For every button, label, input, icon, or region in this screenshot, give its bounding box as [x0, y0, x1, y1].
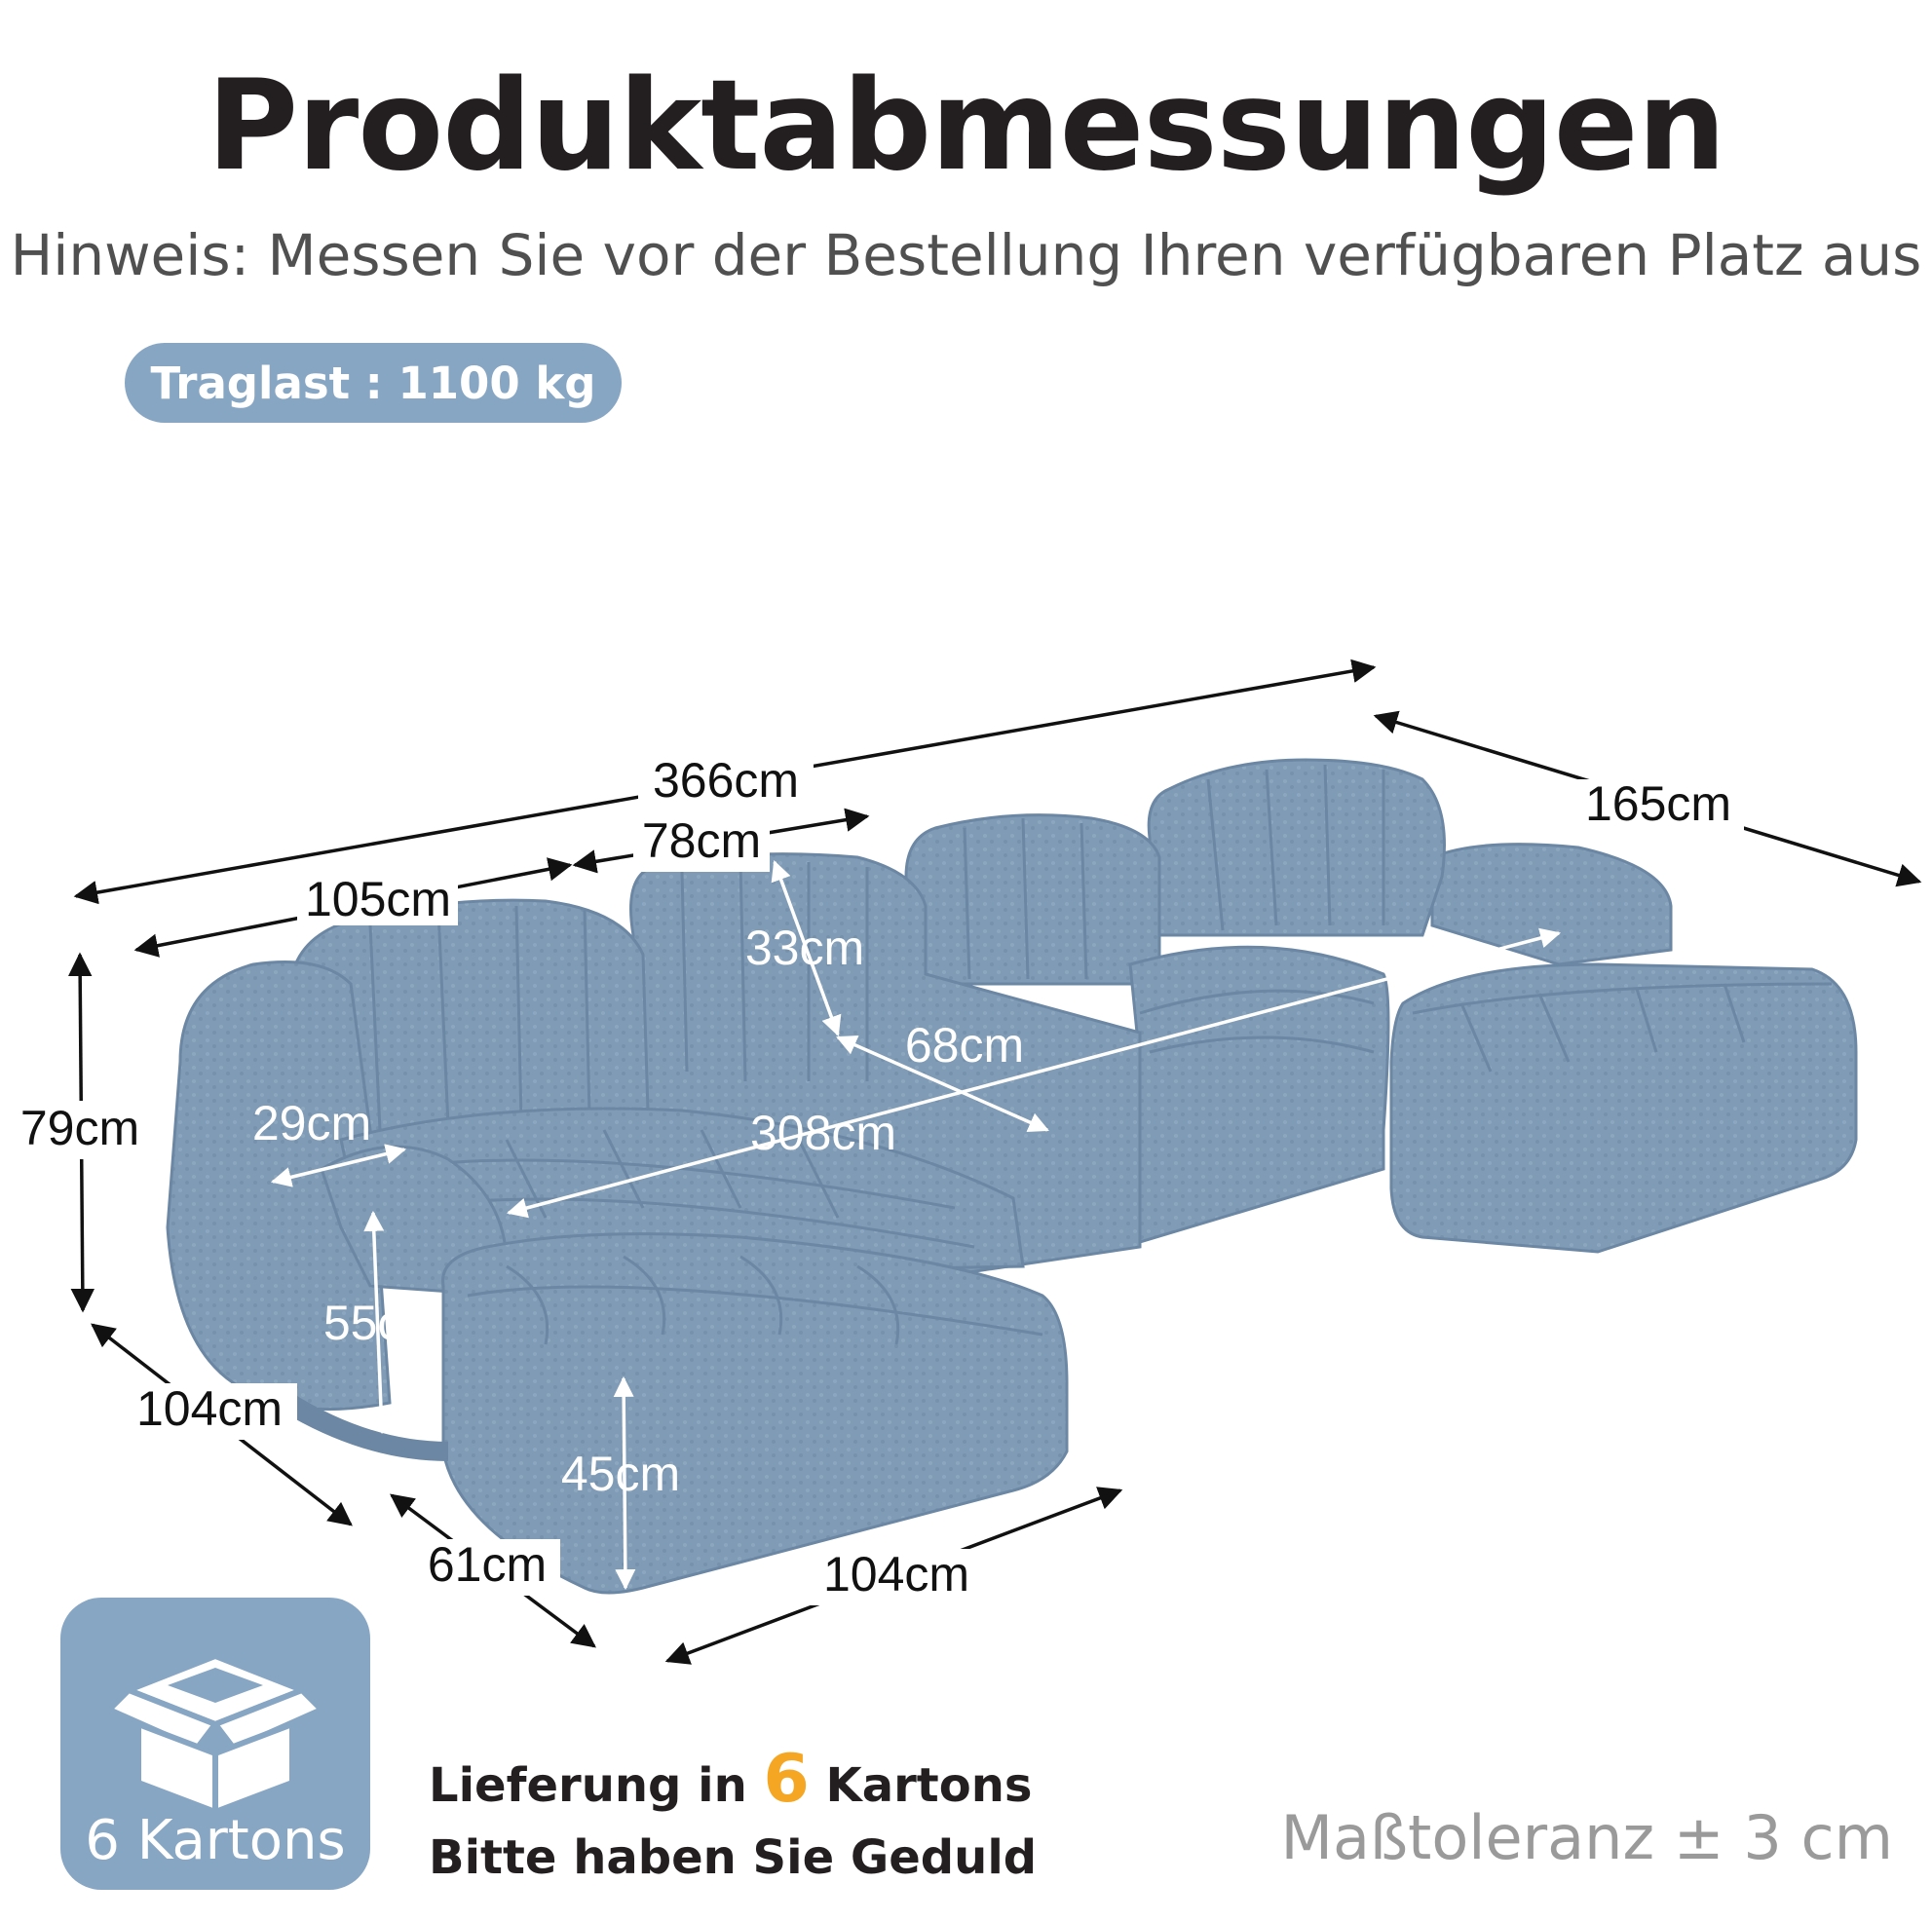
right-backrest	[1147, 758, 1446, 937]
label-308cm: 308cm	[750, 1106, 896, 1160]
right-armrest	[1430, 843, 1673, 966]
right-ottoman	[1389, 962, 1858, 1254]
carton-tile: 6 Kartons	[60, 1598, 370, 1890]
label-61cm: 61cm	[428, 1537, 547, 1592]
measurement-hint: Hinweis: Messen Sie vor der Bestellung I…	[10, 222, 1922, 288]
dim-line-55	[363, 1210, 392, 1435]
label-366cm: 366cm	[653, 753, 799, 808]
load-capacity-badge: Traglast : 1100 kg	[125, 343, 622, 423]
dim-line-29	[270, 1144, 407, 1187]
label-105cm: 105cm	[305, 872, 451, 926]
carton-count: 6	[763, 1741, 810, 1818]
label-78cm: 78cm	[642, 813, 761, 868]
page-title: Produktabmessungen	[207, 54, 1725, 199]
label-79cm: 79cm	[20, 1101, 139, 1155]
mid-right-backrest	[904, 813, 1161, 986]
label-165cm: 165cm	[1585, 776, 1731, 831]
inner-dimension-lines	[270, 860, 1562, 1591]
label-33cm: 33cm	[745, 921, 864, 975]
delivery-info: Lieferung in 6 Kartons Bitte haben Sie G…	[429, 1744, 1037, 1894]
label-55cm: 55cm	[323, 1296, 442, 1350]
dimension-tolerance: Maßtoleranz ± 3 cm	[1280, 1802, 1893, 1873]
carton-count-label: 6 Kartons	[85, 1809, 346, 1872]
delivery-line-2: Bitte haben Sie Geduld	[429, 1830, 1038, 1885]
delivery-line-1: Lieferung in 6 Kartons	[429, 1741, 1033, 1818]
label-104cm-right: 104cm	[823, 1547, 969, 1601]
label-45cm: 45cm	[561, 1447, 680, 1501]
label-29cm: 29cm	[252, 1096, 371, 1150]
dim-line-308	[506, 927, 1562, 1219]
box-icon	[106, 1653, 324, 1815]
label-68cm: 68cm	[905, 1018, 1024, 1073]
dim-line-45	[613, 1375, 636, 1591]
label-104cm-left: 104cm	[136, 1381, 283, 1436]
